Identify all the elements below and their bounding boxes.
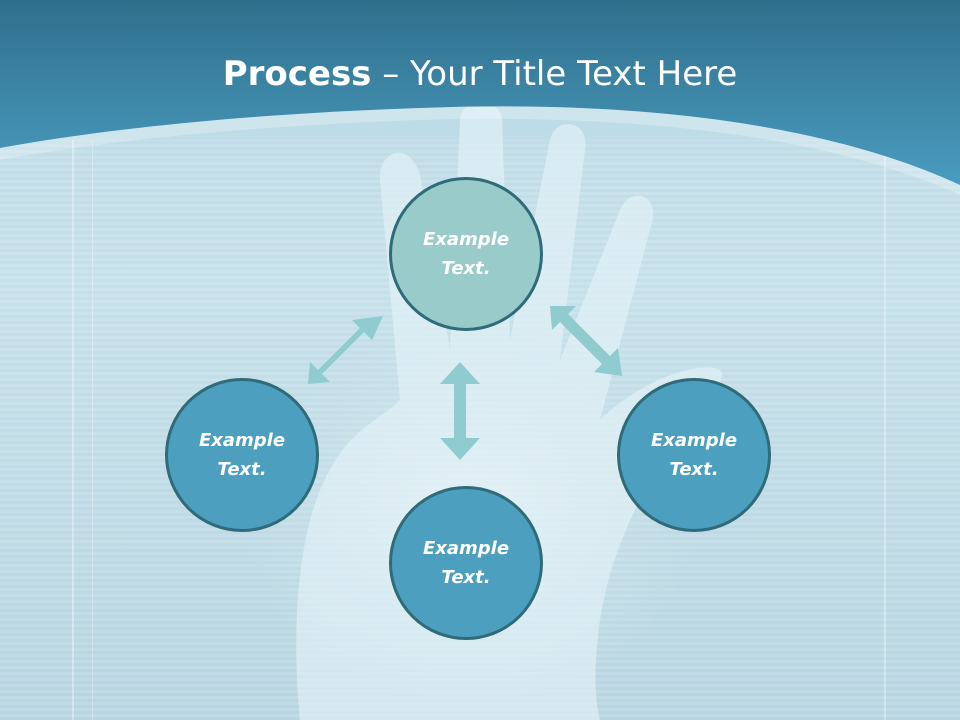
panel-line-right: [884, 150, 886, 720]
process-node-top: Example Text.: [389, 177, 543, 331]
double-arrow-top-left: [308, 316, 383, 384]
process-node-left: Example Text.: [165, 378, 319, 532]
process-node-bottom: Example Text.: [389, 486, 543, 640]
title-bold: Process: [222, 54, 372, 94]
node-label-bottom: Example Text.: [422, 538, 510, 588]
slide-title: Process – Your Title Text Here: [0, 52, 960, 96]
header-band: [0, 0, 960, 185]
node-label-left: Example Text.: [198, 430, 286, 480]
node-label-top: Example Text.: [422, 229, 510, 279]
double-arrow-vertical: [440, 362, 480, 460]
node-label-right: Example Text.: [650, 430, 738, 480]
panel-line-left: [72, 140, 74, 720]
title-rest: – Your Title Text Here: [371, 54, 738, 94]
double-arrow-top-right: [550, 306, 622, 376]
process-node-right: Example Text.: [617, 378, 771, 532]
